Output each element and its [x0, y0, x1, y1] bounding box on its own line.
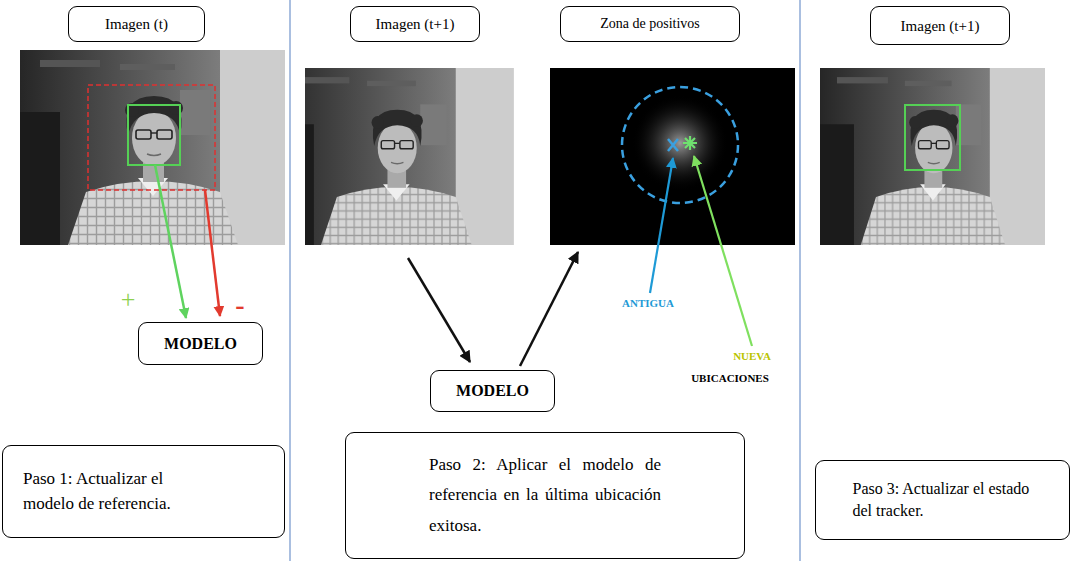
person-photo	[278, 68, 513, 245]
new-location-mark	[683, 136, 697, 150]
old-location-label: ANTIGUA	[620, 297, 676, 310]
panel-separator	[289, 0, 291, 561]
flow-arrow	[520, 252, 578, 366]
node-text: Paso 2: Aplicar el modelo de referencia …	[429, 450, 661, 542]
model-box: MODELO	[138, 322, 263, 365]
response-glow	[632, 95, 728, 191]
node-text: MODELO	[456, 381, 529, 400]
target-box	[128, 105, 180, 165]
person-photo	[20, 50, 285, 245]
step-box: Paso 2: Aplicar el modelo de referencia …	[345, 432, 745, 559]
positive-arrow	[155, 165, 186, 318]
new-location-label: NUEVA	[731, 350, 773, 363]
caption-box: Imagen (t+1)	[350, 6, 480, 42]
new-location-pointer	[694, 156, 752, 346]
node-text: Zona de positivos	[600, 16, 700, 33]
node-text: Paso 3: Actualizar el estado del tracker…	[853, 478, 1033, 523]
search-radius	[622, 87, 738, 203]
plus-sign: +	[119, 286, 138, 314]
camera-frame	[20, 50, 285, 245]
caption-box: Imagen (t+1)	[870, 6, 1010, 45]
caption-box: Imagen (t)	[68, 6, 205, 42]
node-text: Imagen (t+1)	[376, 15, 455, 33]
node-text: Paso 1: Actualizar el modelo de referenc…	[23, 467, 205, 516]
negative-arrow	[205, 190, 220, 316]
target-box	[905, 105, 960, 170]
old-location-mark	[668, 139, 678, 151]
node-text: Imagen (t+1)	[901, 17, 980, 35]
locations-label: UBICACIONES	[689, 372, 771, 385]
step-box: Paso 1: Actualizar el modelo de referenc…	[2, 445, 285, 538]
step-box: Paso 3: Actualizar el estado del tracker…	[815, 460, 1070, 540]
model-box: MODELO	[430, 370, 555, 412]
old-location-pointer	[650, 158, 673, 293]
response-map	[550, 68, 795, 245]
node-text: Imagen (t)	[105, 15, 168, 33]
camera-frame	[278, 68, 513, 245]
person-photo	[820, 68, 1045, 245]
caption-box: Zona de positivos	[560, 6, 740, 42]
camera-frame	[820, 68, 1045, 245]
minus-sign: -	[233, 290, 246, 320]
node-text: MODELO	[164, 334, 237, 353]
flow-arrow	[408, 258, 470, 362]
panel-separator	[799, 0, 801, 561]
negative-region	[88, 85, 215, 190]
